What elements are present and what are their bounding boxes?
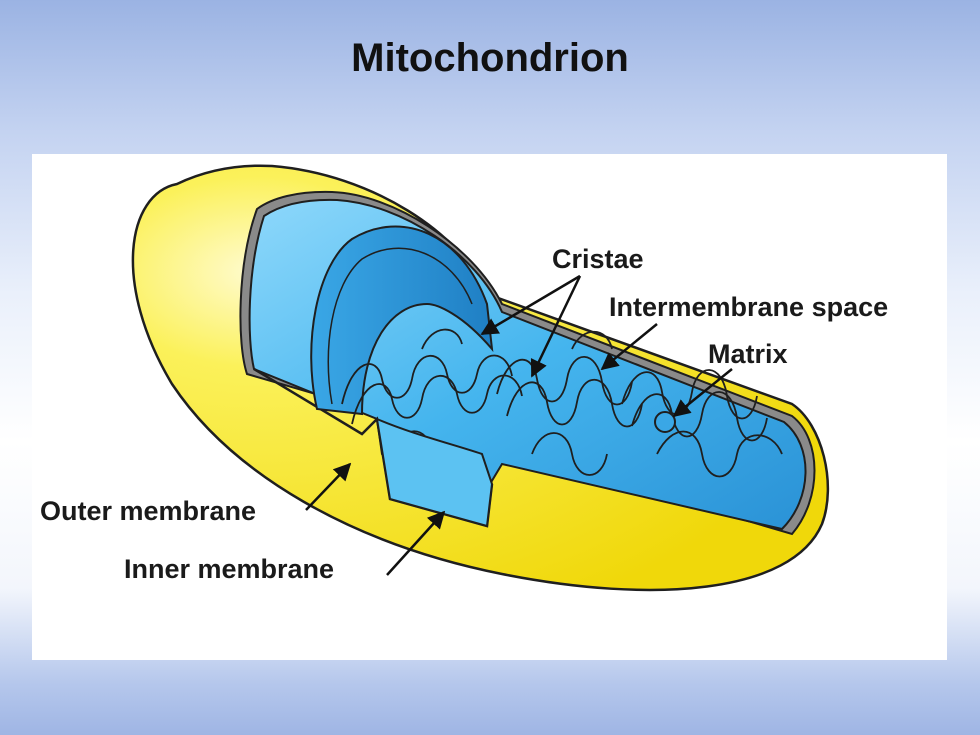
arrow-intermembrane — [600, 323, 658, 371]
diagram-panel: Cristae Intermembrane space Matrix Outer… — [32, 154, 947, 660]
label-outer-membrane: Outer membrane — [40, 496, 256, 526]
inner-membrane-panel — [375, 417, 494, 528]
crista-cap-inner — [327, 247, 473, 405]
label-cristae: Cristae — [552, 244, 644, 274]
arrow-cristae-1 — [480, 274, 581, 336]
leader-arrows — [305, 274, 733, 576]
arrow-outer-membrane — [305, 462, 352, 511]
label-matrix: Matrix — [708, 339, 788, 369]
arrow-inner-membrane — [386, 510, 446, 576]
arrow-matrix — [672, 368, 733, 418]
label-intermembrane-space: Intermembrane space — [609, 292, 888, 322]
label-inner-membrane: Inner membrane — [124, 554, 334, 584]
mitochondrion-diagram: Cristae Intermembrane space Matrix Outer… — [40, 164, 888, 592]
crista-cap — [310, 225, 494, 416]
arrow-cristae-2 — [530, 275, 582, 378]
matrix-granule — [654, 411, 676, 433]
slide-title: Mitochondrion — [351, 36, 629, 80]
